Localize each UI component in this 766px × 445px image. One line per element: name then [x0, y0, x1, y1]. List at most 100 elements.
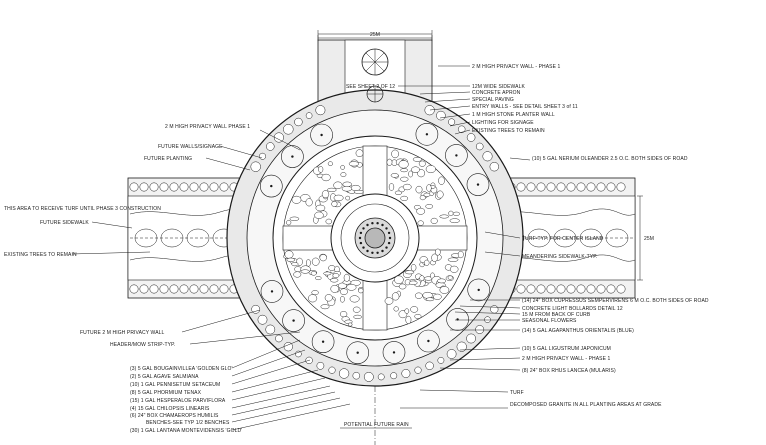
paving-stone: [431, 253, 438, 262]
hedge-shrub: [586, 182, 596, 192]
paving-stone: [315, 204, 326, 212]
label-concrete-apron: CONCRETE APRON: [472, 90, 521, 96]
dimension-right: 25M: [637, 195, 654, 281]
leader-lines: [71, 65, 531, 431]
paving-stone: [439, 214, 449, 219]
shrub: [466, 133, 476, 142]
paving-stone: [350, 184, 361, 192]
tree-canopy: [281, 145, 304, 168]
shrub: [466, 333, 476, 344]
tree-canopy: [467, 278, 491, 302]
paving-stone: [408, 280, 418, 285]
hedge-shrub: [546, 182, 556, 192]
hedge-shrub: [566, 182, 576, 192]
tree-trunk: [392, 351, 396, 354]
label-rhus: (8) 24" BOX RHUS LANCEA (MULARIS): [522, 368, 616, 374]
label-lighting: LIGHTING FOR SIGNAGE: [472, 120, 534, 126]
tree-trunk: [321, 340, 325, 343]
hedge-shrub: [576, 182, 586, 192]
paving-stone: [419, 275, 425, 282]
shrub: [448, 118, 456, 126]
hedge-shrub: [209, 182, 219, 192]
label-future-privacy: FUTURE 2 M HIGH PRIVACY WALL: [80, 330, 165, 336]
paving-stone: [414, 313, 422, 319]
hedge-shrub: [169, 182, 179, 192]
paving-stone: [437, 278, 447, 284]
median-tree: [579, 228, 603, 248]
median-tree: [160, 228, 184, 248]
paving-stone: [415, 185, 423, 194]
label-future-walls: FUTURE WALLS/SIGNAGE: [158, 144, 223, 150]
hedge-shrub: [179, 182, 189, 192]
hedge-shrub: [516, 284, 526, 294]
shrub: [482, 151, 493, 162]
paving-stone: [319, 254, 327, 262]
tree-trunk: [270, 184, 273, 188]
shrub: [363, 372, 374, 382]
label-sidewalk: 12M WIDE SIDEWALK: [472, 84, 525, 90]
paving-stone: [412, 157, 422, 162]
paving-stone: [408, 170, 413, 178]
paving-stone: [422, 291, 433, 299]
medallion-dot: [376, 222, 379, 225]
paving-stone: [305, 198, 313, 207]
paving-stone: [386, 158, 393, 166]
hedge-shrub: [219, 182, 229, 192]
tree-canopy: [445, 144, 468, 167]
paving-stone: [328, 265, 336, 271]
label-agapanthus: (14) 5 GAL AGAPANTHUS ORIENTALIS (BLUE): [522, 328, 634, 334]
median-tree: [186, 228, 210, 248]
paving-stone: [448, 210, 454, 217]
tree-canopy: [382, 341, 406, 364]
paving-stone: [355, 149, 364, 158]
paving-stone: [353, 314, 362, 319]
dimension-right-text: 25M: [644, 236, 654, 242]
hedge-shrub: [199, 284, 209, 294]
shrub: [457, 125, 466, 134]
trees: [250, 105, 499, 382]
paving-stone: [398, 283, 407, 290]
paving-stone: [339, 311, 348, 318]
tree-canopy: [417, 329, 440, 353]
paving-stone: [348, 161, 359, 167]
paving-stone: [339, 288, 348, 295]
paving-stone: [311, 290, 319, 296]
label-future-rain: POTENTIAL FUTURE RAIN: [344, 422, 409, 428]
label-cypress: (14) 24" BOX CUPRESSUS SEMPERVIRENS 6 M …: [522, 298, 709, 304]
paving-stone: [294, 266, 302, 273]
paving-stone: [388, 183, 395, 191]
hedge-shrub: [516, 182, 526, 192]
plant-list-0: (3) 5 GAL BOUGAINVILLEA 'GOLDEN GLO': [130, 366, 233, 372]
hedge-shrub: [556, 284, 566, 294]
shrub: [377, 373, 385, 381]
paving-stone: [449, 265, 459, 273]
paving-stone: [330, 284, 339, 293]
paving-stone: [358, 288, 364, 294]
hedge-shrub: [139, 284, 149, 294]
tree-canopy: [311, 330, 335, 354]
tree-trunk: [320, 133, 323, 137]
paving-stone: [433, 293, 442, 300]
label-ligustrum: (10) 5 GAL LIGUSTRUM JAPONICUM: [522, 346, 611, 352]
hedge-shrub: [129, 284, 139, 294]
paving-stone: [398, 160, 409, 169]
median-tree: [527, 228, 551, 248]
paving-stone: [321, 173, 331, 182]
paving-stone: [410, 264, 417, 272]
shrub: [273, 132, 284, 143]
paving-stone: [425, 297, 435, 302]
paving-stone: [447, 257, 459, 262]
plant-list-5: (4) 15 GAL CHILOPSIS LINEARIS: [130, 406, 210, 412]
medallion-dot: [371, 251, 374, 254]
hedge-shrub: [189, 182, 199, 192]
tree-trunk: [476, 183, 480, 186]
hedge-shrub: [149, 182, 159, 192]
hedge-shrub: [606, 284, 616, 294]
tree-trunk: [455, 154, 458, 157]
shrub: [456, 341, 467, 352]
paving-stone: [411, 166, 420, 173]
plant-list-8: (30) 1 GAL LANTANA MONTEVIDENSIS 'GOLD': [130, 428, 242, 434]
paving-stone: [400, 176, 409, 182]
hedge-shrub: [139, 182, 149, 192]
